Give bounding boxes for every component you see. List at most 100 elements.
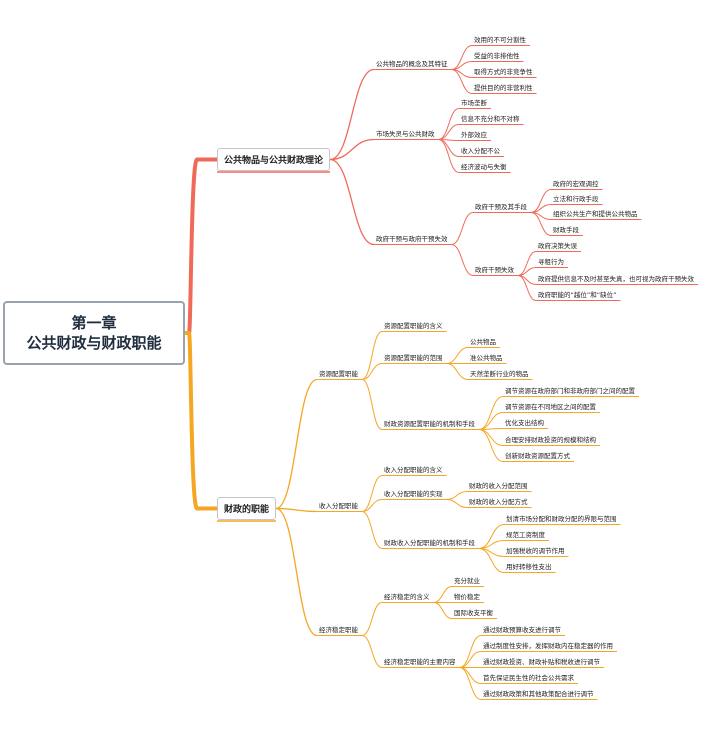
leaf-item[interactable]: 政府的宏观调控 (553, 180, 599, 188)
connector (361, 499, 383, 512)
leaf-item[interactable]: 通过财政政策和其他政策配合进行调节 (483, 690, 594, 698)
connector (530, 212, 552, 236)
connector (361, 363, 383, 380)
connector (451, 69, 473, 94)
connector (438, 139, 460, 173)
leaf-item[interactable]: 政府提供信息不及时甚至失真，也可视为政府干预失效 (538, 275, 694, 283)
connector (361, 331, 383, 380)
connector (459, 667, 482, 684)
leaf-item[interactable]: 外部效应 (461, 131, 487, 139)
subtopic-item[interactable]: 经济稳定的含义 (384, 593, 430, 601)
connector (438, 108, 460, 140)
leaf-item[interactable]: 加强税收的调节作用 (506, 547, 565, 555)
topic-resource-allocation[interactable]: 资源配置职能 (319, 370, 358, 378)
root-topic[interactable]: 第一章 公共财政与财政职能 (3, 301, 185, 365)
leaf-item[interactable]: 市场垄断 (461, 99, 487, 107)
branch-fiscal-functions[interactable]: 财政的职能 (217, 497, 277, 520)
subtopic-item[interactable]: 财政收入分配职能的机制和手段 (384, 539, 475, 547)
branch-label: 公共物品与公共财政理论 (224, 156, 324, 166)
leaf-item[interactable]: 提供目的的非营利性 (474, 84, 533, 92)
topic-market-failure[interactable]: 市场失灵与公共财政 (376, 130, 435, 138)
leaf-item[interactable]: 收入分配不公 (461, 147, 500, 155)
leaf-item[interactable]: 通过财政预算收支进行调节 (483, 626, 561, 634)
connector (329, 158, 375, 246)
leaf-item[interactable]: 创新财政资源配置方式 (505, 452, 570, 460)
root-title-line1: 第一章 (71, 314, 117, 332)
branch-label: 财政的职能 (224, 505, 270, 515)
connector (275, 507, 318, 637)
leaf-item[interactable]: 合理安排财政投资的规模和结构 (505, 436, 596, 444)
leaf-item[interactable]: 天然垄断行业的物品 (470, 370, 529, 378)
subtopic-intervention-means[interactable]: 政府干预及其手段 (475, 203, 527, 211)
connector (451, 244, 474, 276)
connector (446, 491, 468, 500)
leaf-item[interactable]: 效用的不可分割性 (474, 36, 526, 44)
connector (185, 157, 217, 335)
connector (478, 429, 504, 462)
leaf-item[interactable]: 用好转移性支出 (506, 563, 552, 571)
leaf-item[interactable]: 首先保证民生性的社会公共需求 (483, 674, 574, 682)
connector (361, 511, 383, 549)
topic-economic-stability[interactable]: 经济稳定职能 (319, 626, 358, 634)
leaf-item[interactable]: 规范工资制度 (506, 531, 545, 539)
leaf-item[interactable]: 立法和行政手段 (553, 195, 599, 203)
connector (438, 124, 460, 140)
leaf-item[interactable]: 组织公共生产和提供公共物品 (553, 210, 638, 218)
connector (478, 548, 505, 573)
leaf-item[interactable]: 经济波动与失衡 (461, 163, 507, 171)
leaf-item[interactable]: 财政手段 (553, 226, 579, 234)
connector (478, 396, 504, 430)
leaf-item[interactable]: 取得方式的非竞争性 (474, 68, 533, 76)
connector (185, 331, 217, 511)
connector (276, 507, 318, 513)
leaf-item[interactable]: 调节资源在政府部门和非政府部门之间的配置 (505, 387, 635, 395)
leaf-item[interactable]: 充分就业 (454, 577, 480, 585)
leaf-item[interactable]: 政府决策失误 (538, 242, 577, 250)
connector (478, 412, 504, 430)
connector (478, 429, 504, 446)
branch-public-goods[interactable]: 公共物品与公共财政理论 (217, 148, 331, 171)
connector (361, 379, 383, 430)
leaf-item[interactable]: 信息不充分和不对称 (461, 115, 520, 123)
connector (433, 602, 453, 619)
leaf-item[interactable]: 通过财政投资、财政补贴和税收进行调节 (483, 658, 600, 666)
leaf-item[interactable]: 准公共物品 (470, 354, 503, 362)
subtopic-item[interactable]: 财政资源配置职能的机制和手段 (384, 420, 475, 428)
connector (446, 347, 469, 364)
leaf-item[interactable]: 国际收支平衡 (454, 609, 493, 617)
leaf-item[interactable]: 通过制度性安排，发挥财政内在稳定器的作用 (483, 642, 613, 650)
leaf-item[interactable]: 受益的非排他性 (474, 52, 520, 60)
subtopic-item[interactable]: 经济稳定职能的主要内容 (384, 658, 456, 666)
subtopic-item[interactable]: 收入分配职能的实现 (384, 490, 443, 498)
leaf-item[interactable]: 调节资源在不同地区之间的配置 (505, 403, 596, 411)
topic-income-distribution[interactable]: 收入分配职能 (319, 502, 358, 510)
connector (329, 68, 375, 161)
connector (275, 378, 318, 510)
root-title-line2: 公共财政与财政职能 (26, 334, 162, 352)
connector (433, 586, 453, 603)
connector (446, 499, 468, 508)
connector (459, 651, 482, 668)
leaf-item[interactable]: 政府职能的“越位”和“缺位” (538, 291, 617, 299)
connector (451, 212, 474, 245)
leaf-item[interactable]: 财政的收入分配方式 (469, 498, 528, 506)
topic-public-goods-concept[interactable]: 公共物品的概念及其特征 (376, 60, 448, 68)
connector (361, 635, 383, 668)
leaf-item[interactable]: 划清市场分配和财政分配的界限与范围 (506, 515, 617, 523)
connector (517, 275, 537, 301)
leaf-item[interactable]: 物价稳定 (454, 593, 480, 601)
subtopic-item[interactable]: 资源配置职能的含义 (384, 322, 443, 330)
leaf-item[interactable]: 公共物品 (470, 338, 496, 346)
leaf-item[interactable]: 优化支出结构 (505, 419, 544, 427)
connector (361, 602, 383, 636)
subtopic-intervention-failure[interactable]: 政府干预失效 (475, 266, 514, 274)
subtopic-item[interactable]: 收入分配职能的含义 (384, 466, 443, 474)
leaf-item[interactable]: 财政的收入分配范围 (469, 482, 528, 490)
connector (438, 139, 460, 157)
leaf-item[interactable]: 寻租行为 (538, 258, 564, 266)
connector (330, 138, 375, 161)
subtopic-item[interactable]: 资源配置职能的范围 (384, 354, 443, 362)
topic-government-intervention[interactable]: 政府干预与政府干预失效 (376, 235, 448, 243)
